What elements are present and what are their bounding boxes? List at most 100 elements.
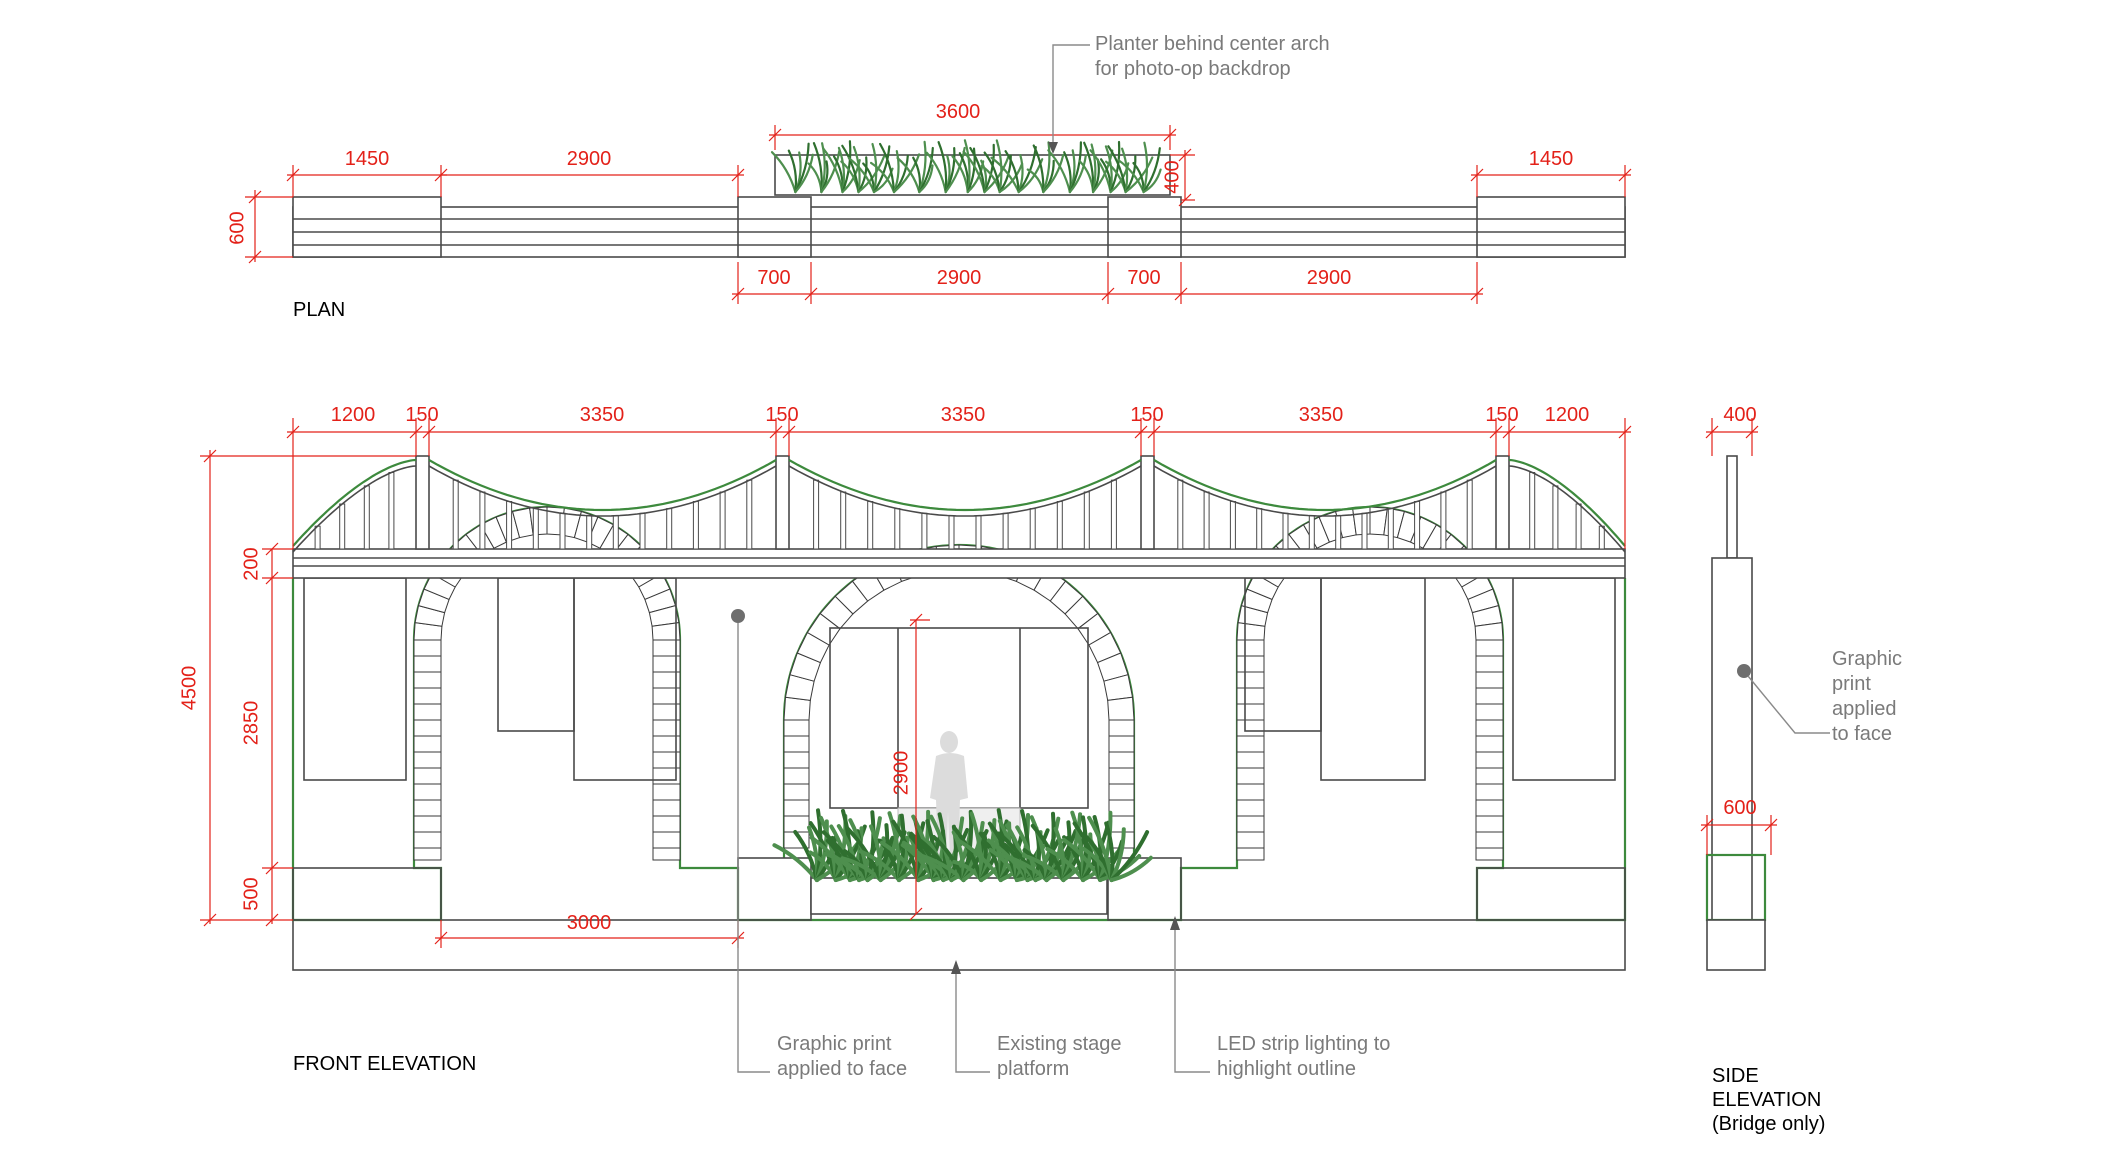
hanger: [479, 491, 486, 550]
note-graphic-front: Graphic print applied to face: [777, 1033, 907, 1080]
dim-front-2900: 2900: [890, 751, 912, 796]
plan-pier-left: [737, 196, 812, 258]
dim-front-3350-2: 3350: [941, 404, 986, 426]
jamb-brick: [413, 847, 442, 861]
leaf: [983, 154, 1010, 194]
plan-end-block-left: [292, 196, 442, 258]
note-stage: Existing stage platform: [997, 1033, 1127, 1080]
dim-plan-3600: 3600: [936, 101, 981, 123]
hanger: [1552, 485, 1559, 550]
jamb-brick: [783, 815, 810, 833]
side-elevation: 400 600 Graphic print applied to face SI…: [1700, 404, 1908, 1135]
suspension-cable: [292, 458, 1626, 547]
leaf: [857, 155, 886, 194]
jamb-brick: [1236, 767, 1265, 785]
jamb-brick: [413, 767, 442, 785]
plan-planter-foliage: [770, 139, 1162, 194]
jamb-brick: [783, 751, 810, 769]
jamb-brick: [1475, 687, 1504, 705]
jamb-brick: [1475, 831, 1504, 849]
jamb-brick: [1475, 783, 1504, 801]
hanger: [894, 508, 901, 550]
jamb-brick: [783, 735, 810, 753]
front-dimensions: 1200 150 3350 150 3350 150 3350 150 1200…: [178, 404, 1632, 948]
side-mast: [1726, 455, 1738, 559]
label-plan: PLAN: [293, 299, 345, 321]
arch-brick: [1474, 622, 1504, 641]
leaf: [1142, 168, 1162, 194]
side-graphic-marker: [1737, 664, 1751, 678]
front-planter-foliage: [772, 808, 1153, 882]
dim-front-150-3: 150: [1130, 404, 1163, 426]
dim-plan-700-right: 700: [1127, 267, 1160, 289]
label-front-elevation: FRONT ELEVATION: [293, 1053, 476, 1075]
jamb-brick: [1108, 815, 1135, 833]
hanger: [666, 508, 673, 550]
note-planter: Planter behind center arch for photo-op …: [1095, 33, 1335, 80]
hanger: [1229, 501, 1236, 550]
note-graphic-side: Graphic print applied to face: [1832, 648, 1908, 745]
leaf: [1098, 810, 1113, 882]
hanger: [1110, 479, 1117, 550]
leaf: [916, 852, 966, 882]
dim-front-500: 500: [240, 877, 262, 910]
jamb-brick: [783, 767, 810, 785]
dim-plan-2900-center: 2900: [937, 267, 982, 289]
leaf: [896, 156, 921, 194]
jamb-brick: [413, 655, 442, 673]
leaf: [1121, 147, 1129, 194]
side-platform: [1706, 919, 1766, 971]
label-side-elevation: SIDE ELEVATION (Bridge only): [1712, 1065, 1827, 1135]
leaf: [937, 141, 948, 194]
jamb-brick: [413, 671, 442, 689]
hanger: [586, 515, 593, 550]
plan-pier-right: [1107, 196, 1182, 258]
hanger: [612, 515, 619, 550]
leaf: [1015, 813, 1031, 882]
jamb-brick: [1475, 671, 1504, 689]
jamb-brick: [1475, 655, 1504, 673]
jamb-brick: [1108, 735, 1135, 753]
leaf: [892, 153, 921, 194]
jamb-brick: [1108, 767, 1135, 785]
hanger: [452, 479, 459, 550]
dim-front-150-2: 150: [765, 404, 798, 426]
jamb-brick: [1236, 655, 1265, 673]
leaf: [969, 146, 986, 194]
plan-planter: [774, 154, 1171, 196]
jamb-brick: [1475, 815, 1504, 833]
leaf: [865, 810, 876, 882]
bridge-deck: [292, 548, 1626, 579]
jamb-brick: [783, 719, 810, 737]
jamb-brick: [1475, 703, 1504, 721]
dim-front-150-4: 150: [1485, 404, 1518, 426]
jamb-brick: [1236, 783, 1265, 801]
leaf: [1107, 145, 1127, 194]
leaf: [1117, 159, 1145, 194]
plan-view: 1450 2900 3600 1450 400 600: [226, 33, 1632, 321]
hanger: [867, 501, 874, 550]
leaf: [1047, 149, 1071, 194]
jamb-brick: [1475, 735, 1504, 753]
leaf: [872, 145, 891, 194]
jamb-brick: [783, 799, 810, 817]
hanger: [840, 491, 847, 550]
hanger: [1083, 491, 1090, 550]
hanger: [1256, 508, 1263, 550]
jamb-brick: [1236, 703, 1265, 721]
jamb-brick: [652, 783, 681, 801]
jamb-brick: [652, 831, 681, 849]
leaf: [794, 153, 814, 194]
leaf: [1032, 144, 1045, 194]
jamb-brick: [1236, 799, 1265, 817]
dim-side-600: 600: [1723, 797, 1756, 819]
jamb-brick: [652, 815, 681, 833]
hanger: [339, 503, 346, 550]
leaf: [1142, 141, 1149, 194]
leaf: [1109, 830, 1150, 882]
jamb-brick: [1236, 639, 1265, 657]
dim-front-4500: 4500: [178, 666, 200, 711]
jamb-brick: [413, 703, 442, 721]
leaf: [847, 157, 876, 194]
jamb-brick: [413, 831, 442, 849]
